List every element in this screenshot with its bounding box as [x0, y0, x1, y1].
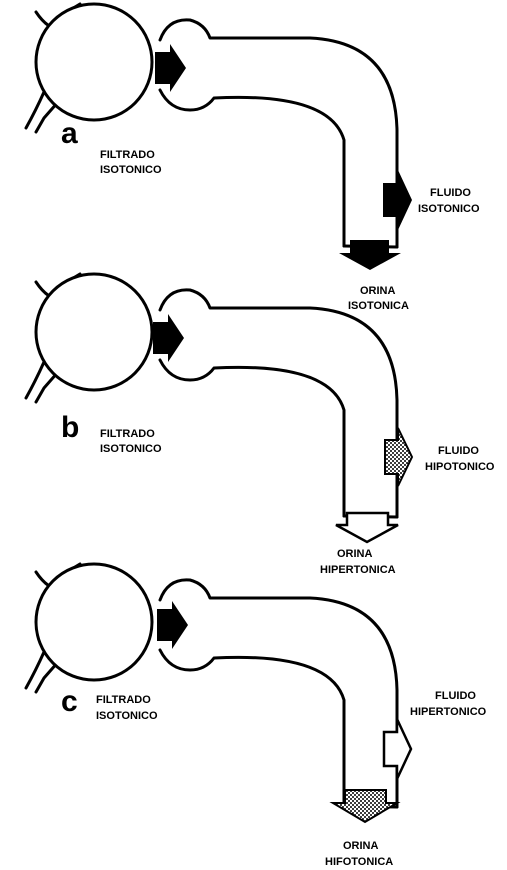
- panel-a: a FILTRADO ISOTONICO FLUIDO ISOTONICO OR…: [26, 4, 480, 312]
- urine-arrow: [339, 240, 401, 270]
- panel-b: b FILTRADO ISOTONICO FLUIDO HIPOTONICO O…: [26, 274, 495, 576]
- filtrate-arrow: [153, 314, 184, 362]
- urine-label-1: ORINA: [360, 285, 396, 297]
- fluid-arrow: [384, 719, 411, 779]
- fluid-arrow: [385, 428, 412, 486]
- panel-letter: c: [61, 685, 78, 718]
- urine-label-1: ORINA: [337, 548, 373, 560]
- urine-label-1: ORINA: [343, 840, 379, 852]
- fluid-label-2: ISOTONICO: [418, 203, 480, 215]
- filtrate-label-1: FILTRADO: [100, 149, 155, 161]
- filtrate-arrow: [155, 44, 186, 92]
- fluid-label-1: FLUIDO: [438, 445, 479, 457]
- filtrate-label-2: ISOTONICO: [96, 710, 158, 722]
- panel-letter: b: [61, 411, 79, 444]
- panel-c: c FILTRADO ISOTONICO FLUIDO HIPERTONICO …: [26, 564, 487, 868]
- urine-label-2: HIPERTONICA: [320, 564, 396, 576]
- fluid-label-1: FLUIDO: [430, 187, 471, 199]
- fluid-label-1: FLUIDO: [435, 690, 476, 702]
- panel-letter: a: [61, 117, 78, 150]
- filtrate-label-2: ISOTONICO: [100, 164, 162, 176]
- urine-label-2: ISOTONICA: [348, 300, 409, 312]
- filtrate-label-1: FILTRADO: [100, 428, 155, 440]
- urine-label-2: HIFOTONICA: [325, 856, 393, 868]
- filtrate-arrow: [157, 601, 188, 649]
- fluid-label-2: HIPERTONICO: [410, 706, 487, 718]
- fluid-label-2: HIPOTONICO: [425, 461, 495, 473]
- filtrate-label-2: ISOTONICO: [100, 443, 162, 455]
- filtrate-label-1: FILTRADO: [96, 694, 151, 706]
